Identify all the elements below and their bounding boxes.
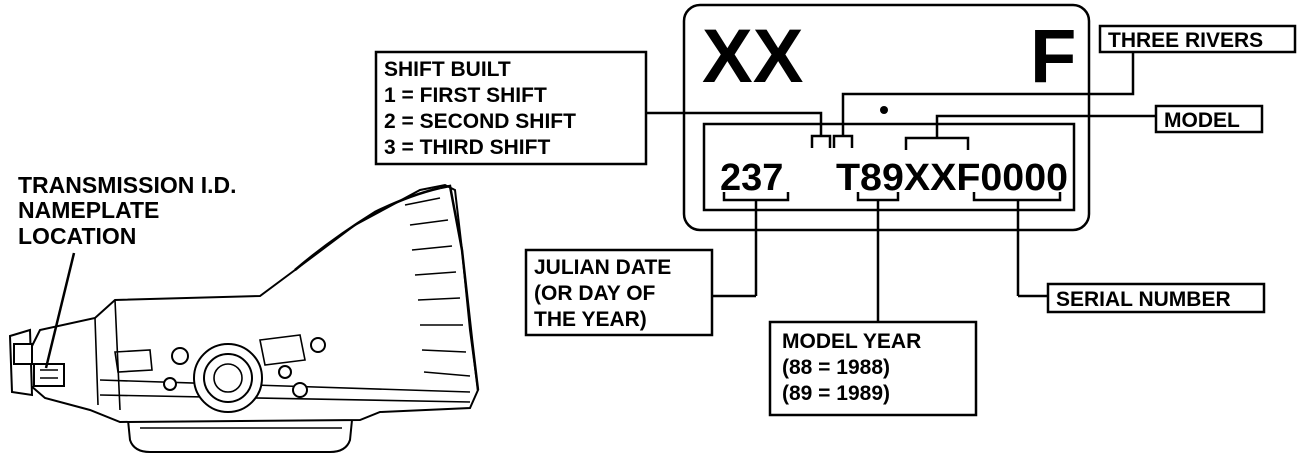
serial-number-box [1046, 282, 1266, 314]
model-year-callout: MODEL YEAR (88 = 1988) (89 = 1989) [768, 320, 978, 417]
shift-built-title: SHIFT BUILT [384, 58, 511, 81]
serial-number-callout: SERIAL NUMBER [1046, 282, 1266, 314]
nameplate-dot [880, 106, 888, 114]
model-year-line-1: (88 = 1988) [782, 356, 890, 379]
three-rivers-label: THREE RIVERS [1108, 29, 1263, 52]
three-rivers-box [1098, 24, 1297, 54]
model-year-line-2: (89 = 1989) [782, 382, 890, 405]
shift-built-line-1: 1 = FIRST SHIFT [384, 84, 547, 107]
model-box [1154, 104, 1264, 134]
nameplate-code-box [702, 122, 1076, 212]
transmission-label-line-1: TRANSMISSION I.D. [18, 172, 237, 198]
transmission-id-label: TRANSMISSION I.D. NAMEPLATE LOCATION [18, 172, 237, 249]
bracket-lines [646, 50, 1156, 322]
serial-number-label: SERIAL NUMBER [1056, 288, 1231, 311]
nameplate-main-code: T89XXF0000 [836, 157, 1068, 199]
shift-built-callout: SHIFT BUILT 1 = FIRST SHIFT 2 = SECOND S… [374, 50, 648, 166]
model-callout: MODEL [1154, 104, 1264, 134]
julian-date-line-1: JULIAN DATE [534, 256, 671, 279]
nameplate-julian-code: 237 [720, 157, 783, 199]
model-year-box [768, 320, 978, 417]
julian-date-line-3: THE YEAR) [534, 308, 647, 331]
shift-built-box [374, 50, 648, 166]
model-label: MODEL [1164, 109, 1240, 132]
julian-date-box [524, 248, 714, 337]
transmission-drawing [8, 183, 480, 453]
transmission-label-line-2: NAMEPLATE [18, 197, 159, 223]
nameplate-top-left: XX [702, 14, 804, 99]
shift-built-line-2: 2 = SECOND SHIFT [384, 110, 576, 133]
julian-date-line-2: (OR DAY OF [534, 282, 656, 305]
shift-built-line-3: 3 = THIRD SHIFT [384, 136, 550, 159]
three-rivers-callout: THREE RIVERS [1098, 24, 1297, 54]
model-year-title: MODEL YEAR [782, 330, 921, 353]
transmission-label-line-3: LOCATION [18, 223, 136, 249]
nameplate: XX F 237 T89XXF0000 [682, 3, 1091, 232]
transmission-leader [44, 252, 76, 369]
julian-date-callout: JULIAN DATE (OR DAY OF THE YEAR) [524, 248, 714, 337]
nameplate-top-right: F [1030, 14, 1076, 99]
